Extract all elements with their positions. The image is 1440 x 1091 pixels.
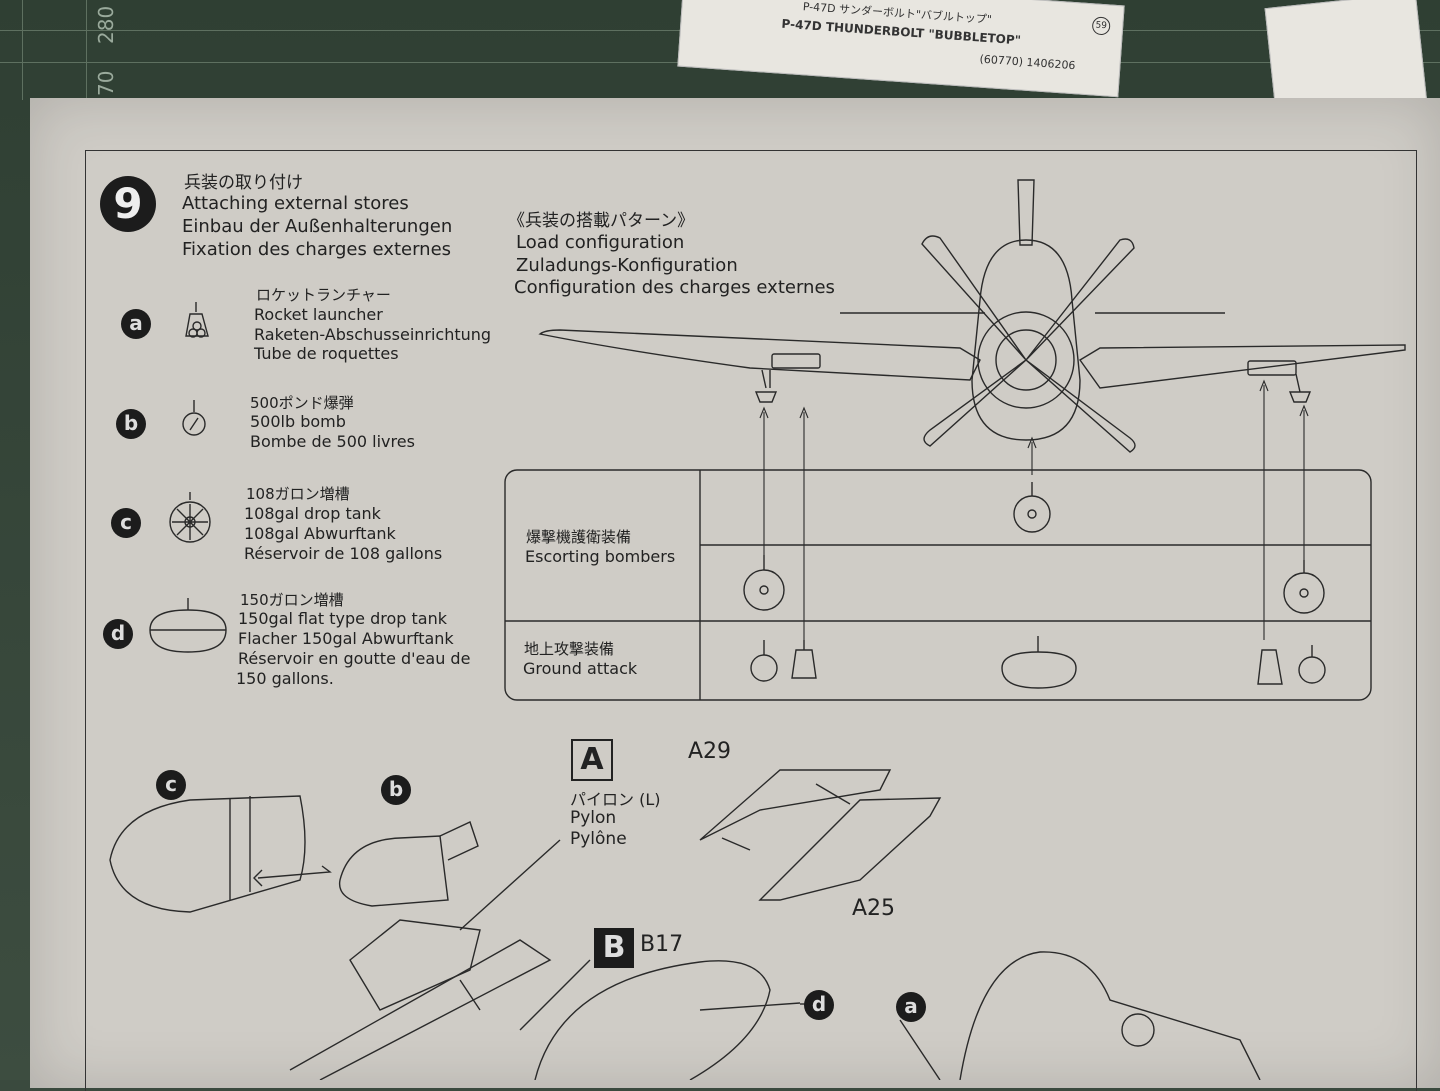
store-b-jp: 500ポンド爆弾 [250, 394, 354, 412]
store-a-jp: ロケットランチャー [256, 286, 391, 304]
pylon-assembly-part [699, 769, 942, 901]
swap-arrow [253, 865, 332, 887]
table-drop-tank-icon [1013, 482, 1051, 533]
table-flat-tank-icon [1001, 636, 1077, 689]
table-drop-tank-icon [1283, 560, 1325, 614]
pylon-jp: パイロン (L) [570, 790, 661, 809]
load-config-fr: Configuration des charges externes [514, 277, 835, 298]
assembly-badge-a: a [896, 992, 926, 1022]
store-c-jp: 108ガロン増槽 [246, 485, 350, 503]
store-badge-d: d [103, 619, 133, 649]
subassembly-label-b: B [594, 928, 634, 968]
load-config-de: Zuladungs-Konfiguration [516, 255, 738, 276]
store-c-de: 108gal Abwurftank [244, 524, 396, 543]
assembly-badge-c: c [156, 770, 186, 800]
step-title-de: Einbau der Außenhalterungen [182, 216, 453, 237]
flat-tank-part [534, 960, 801, 1080]
table-rocket-icon [1257, 649, 1283, 685]
drop-tank-part [109, 795, 306, 913]
store-d-fr: Réservoir en goutte d'eau de [238, 649, 471, 668]
pylon-en: Pylon [570, 808, 617, 828]
step-title-fr: Fixation des charges externes [182, 239, 452, 260]
store-c-fr: Réservoir de 108 gallons [244, 544, 443, 563]
subassembly-label-a: A [571, 739, 613, 781]
instruction-sheet [30, 98, 1440, 1088]
mat-grid-line [22, 0, 23, 100]
rocket-tube-part [289, 939, 552, 1080]
part-b17-label: B17 [640, 932, 684, 957]
assembly-badge-b: b [381, 775, 411, 805]
table-rocket-icon [791, 640, 817, 679]
table-bomb-icon [750, 640, 778, 682]
step-title-jp: 兵装の取り付け [184, 173, 303, 193]
load-config-en: Load configuration [516, 232, 685, 253]
store-c-en: 108gal drop tank [244, 504, 381, 523]
step-title-en: Attaching external stores [182, 193, 409, 214]
mat-grid-line [86, 0, 87, 100]
pylon-part [349, 919, 481, 1011]
table-row-escort-jp: 爆撃機護衛装備 [526, 528, 632, 546]
step-number-badge: 9 [100, 176, 156, 232]
load-table [504, 469, 1372, 701]
store-badge-a: a [121, 309, 151, 339]
store-b-en: 500lb bomb [250, 412, 346, 431]
store-d-de: Flacher 150gal Abwurftank [238, 629, 454, 648]
store-badge-c: c [111, 508, 141, 538]
store-a-fr: Tube de roquettes [254, 344, 399, 363]
store-a-en: Rocket launcher [254, 305, 383, 324]
fuselage-part [959, 951, 1261, 1080]
bomb-part [338, 821, 479, 907]
load-config-jp: 《兵装の搭載パターン》 [508, 211, 695, 231]
table-row-ground-jp: 地上攻撃装備 [524, 640, 615, 658]
part-a25-label: A25 [852, 896, 896, 921]
pylon-fr: Pylône [570, 829, 627, 849]
store-d-jp: 150ガロン増槽 [240, 591, 344, 609]
store-badge-b: b [116, 409, 146, 439]
assembly-badge-d: d [804, 990, 834, 1020]
aircraft-front-view [538, 179, 1406, 453]
store-b-fr: Bombe de 500 livres [250, 432, 415, 451]
table-row-escort-en: Escorting bombers [525, 547, 676, 566]
rocket-launcher-icon [185, 302, 209, 338]
store-a-de: Raketen-Abschusseinrichtung [254, 325, 492, 344]
step-frame [85, 150, 1417, 1091]
table-row-ground-en: Ground attack [523, 659, 638, 678]
flat-drop-tank-icon [149, 598, 227, 653]
store-d-en: 150gal flat type drop tank [238, 609, 447, 628]
part-a29-label: A29 [688, 739, 732, 764]
bomb-icon [182, 400, 206, 436]
table-bomb-icon [1298, 645, 1326, 684]
store-d-fr2: 150 gallons. [236, 669, 334, 688]
drop-tank-icon [169, 492, 211, 543]
table-drop-tank-icon [743, 555, 785, 611]
